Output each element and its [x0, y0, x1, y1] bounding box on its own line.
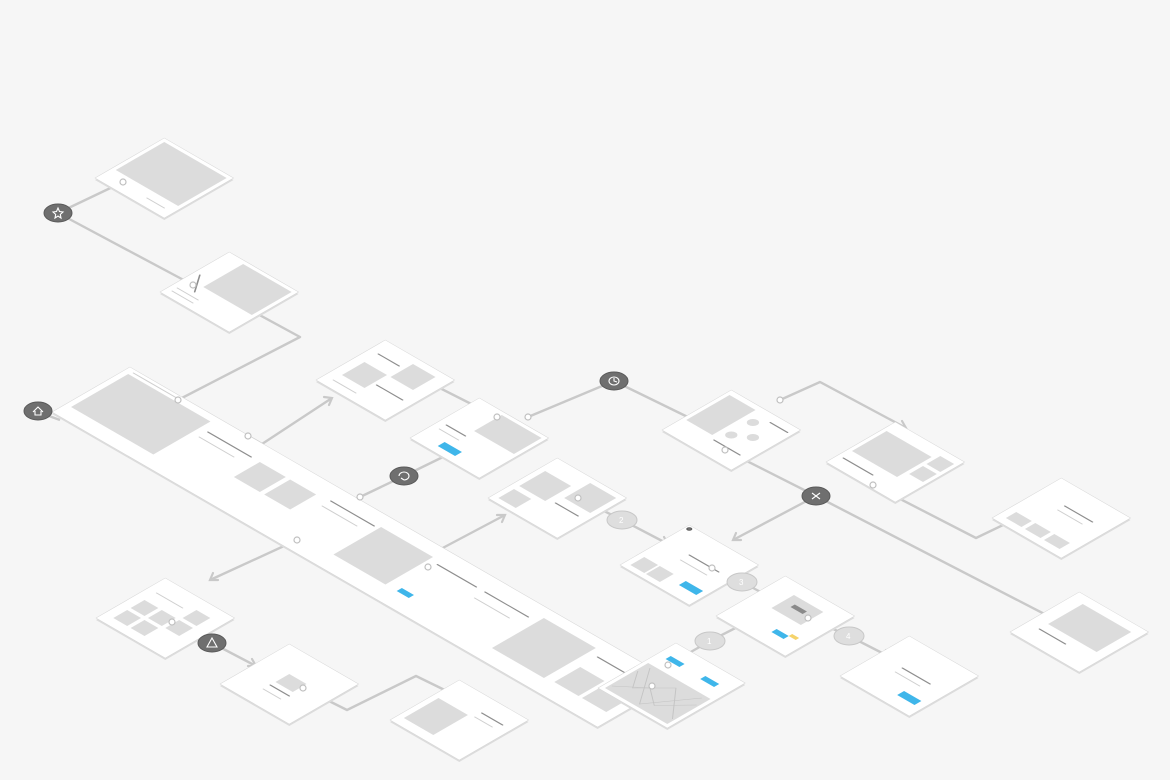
badge-clock[interactable]	[599, 371, 629, 391]
badge-step-2-number: 2	[619, 516, 624, 525]
badges: 2 3 4 1	[23, 203, 865, 653]
wireframe-screens	[51, 137, 1150, 762]
clock-icon	[608, 376, 620, 386]
badge-step-4-number: 4	[846, 632, 851, 641]
badge-home[interactable]	[23, 401, 53, 421]
profile-grid-screen	[661, 389, 802, 472]
top-hero-screen	[94, 137, 235, 220]
badge-step-1[interactable]: 1	[694, 631, 726, 651]
signup-modal-screen	[409, 397, 550, 480]
arrow-grid-head	[208, 571, 220, 582]
badge-step-4[interactable]: 4	[833, 626, 865, 646]
arrow-cloud-head	[495, 513, 507, 524]
gallery-grid-screen	[315, 339, 456, 422]
home-icon	[32, 406, 44, 416]
connector-close-to-final	[815, 494, 1057, 622]
checkout-step-screen	[619, 524, 760, 607]
close-icon	[811, 492, 821, 500]
connector-signup-to-clock	[527, 379, 615, 419]
warning-icon	[206, 636, 218, 648]
star-icon	[51, 206, 65, 220]
badge-step-2[interactable]: 2	[606, 510, 638, 530]
article-detail-screen	[825, 421, 966, 504]
confirmation-screen	[839, 635, 980, 718]
badge-star[interactable]	[43, 203, 73, 223]
image-detail-screen	[389, 679, 530, 762]
cloud-gallery-screen	[487, 457, 628, 540]
connector-clock-to-profile	[613, 379, 701, 425]
badge-step-1-number: 1	[707, 637, 712, 646]
main-homepage-screen	[51, 366, 677, 729]
connector-profile-to-article	[779, 380, 907, 430]
refresh-icon	[398, 471, 410, 481]
text-blocks-screen	[991, 477, 1132, 560]
badge-alert[interactable]	[197, 633, 227, 653]
list-header-screen	[159, 251, 300, 334]
connector-homepage-to-gallery	[247, 396, 333, 446]
map-screen	[597, 642, 746, 730]
badge-step-3-number: 3	[739, 578, 744, 587]
connector-close-to-checkout	[732, 494, 817, 542]
final-image-screen	[1009, 591, 1150, 674]
arrow-gallery-head	[322, 395, 334, 407]
badge-refresh[interactable]	[389, 466, 419, 486]
arrow-checkout-head	[731, 531, 743, 542]
connector-dots	[119, 178, 877, 692]
badge-step-3[interactable]: 3	[726, 572, 758, 592]
badge-close[interactable]	[801, 486, 831, 506]
connector-star-to-list	[57, 211, 194, 287]
